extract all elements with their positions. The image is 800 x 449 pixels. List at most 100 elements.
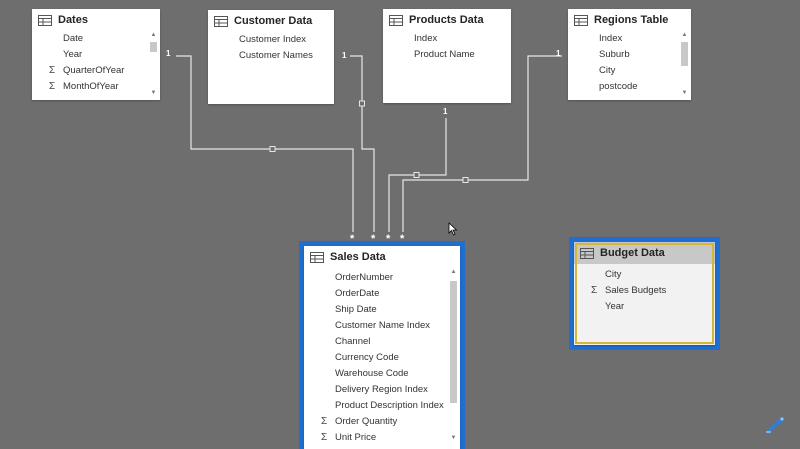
field-row[interactable]: Delivery Region Index: [304, 382, 460, 398]
field-row[interactable]: Suburb: [568, 47, 691, 63]
table-icon: [580, 247, 594, 259]
brand-logo-icon: [766, 417, 784, 433]
sigma-icon: Σ: [321, 416, 328, 427]
selection-frame-budget-data: [569, 237, 720, 350]
scroll-up-icon[interactable]: ▲: [150, 32, 157, 38]
field-row[interactable]: Index: [383, 31, 511, 47]
cardinality-one-dates: 1: [166, 49, 171, 58]
scroll-thumb[interactable]: [450, 281, 457, 403]
field-row[interactable]: Σ MonthOfYear: [32, 79, 160, 95]
table-icon: [310, 251, 324, 263]
field-row[interactable]: Product Description Index: [304, 398, 460, 414]
field-row[interactable]: Product Name: [383, 47, 511, 63]
field-row[interactable]: Date: [32, 31, 160, 47]
field-row[interactable]: Customer Index: [208, 32, 334, 48]
field-row[interactable]: Currency Code: [304, 350, 460, 366]
field-row[interactable]: Customer Names: [208, 48, 334, 64]
field-row[interactable]: Year: [574, 299, 715, 315]
budget-highlight-outline: [575, 243, 714, 344]
field-label: QuarterOfYear: [63, 65, 125, 76]
table-title: Budget Data: [600, 247, 665, 259]
relationship-dates-sales: [176, 55, 354, 232]
table-title: Regions Table: [594, 14, 669, 26]
field-row[interactable]: City: [568, 63, 691, 79]
table-title: Products Data: [409, 14, 484, 26]
field-row[interactable]: Year: [32, 47, 160, 63]
field-label: Ship Date: [335, 304, 377, 315]
relationship-customer-sales: [350, 55, 375, 232]
scroll-down-icon[interactable]: ▼: [150, 90, 157, 96]
scroll-thumb[interactable]: [681, 42, 688, 66]
table-title: Customer Data: [234, 15, 313, 27]
cardinality-many-regions: *: [400, 233, 405, 245]
field-label: City: [605, 269, 622, 280]
scrollbar[interactable]: ▲ ▼: [149, 31, 158, 98]
field-row[interactable]: postcode: [568, 79, 691, 95]
field-row[interactable]: Warehouse Code: [304, 366, 460, 382]
scroll-down-icon[interactable]: ▼: [681, 90, 688, 96]
scrollbar[interactable]: ▲ ▼: [680, 31, 689, 98]
field-row[interactable]: City: [574, 267, 715, 283]
field-label: Channel: [335, 336, 371, 347]
table-header-customer-data[interactable]: Customer Data: [208, 10, 334, 32]
field-label: Product Name: [414, 49, 475, 60]
scroll-down-icon[interactable]: ▼: [450, 435, 457, 441]
field-label: Year: [605, 301, 625, 312]
cardinality-one-regions: 1: [556, 49, 561, 58]
cardinality-many-products: *: [386, 233, 391, 245]
field-row[interactable]: Σ QuarterOfYear: [32, 63, 160, 79]
field-row[interactable]: Channel: [304, 334, 460, 350]
field-label: Customer Names: [239, 50, 313, 61]
sigma-icon: Σ: [591, 285, 598, 296]
sigma-icon: Σ: [49, 81, 56, 92]
table-icon: [214, 15, 228, 27]
mouse-pointer-icon: [448, 222, 458, 236]
field-label: OrderNumber: [335, 272, 394, 283]
field-label: OrderDate: [335, 288, 380, 299]
scroll-up-icon[interactable]: ▲: [681, 32, 688, 38]
table-icon: [38, 14, 52, 26]
table-header-products-data[interactable]: Products Data: [383, 9, 511, 31]
field-row[interactable]: OrderNumber: [304, 270, 460, 286]
field-row[interactable]: OrderDate: [304, 286, 460, 302]
table-header-dates[interactable]: Dates: [32, 9, 160, 31]
cardinality-many-customer: *: [371, 233, 376, 245]
relationship-regions-sales: [402, 55, 562, 232]
field-row[interactable]: Ship Date: [304, 302, 460, 318]
sigma-icon: Σ: [49, 65, 56, 76]
field-label: Warehouse Code: [335, 368, 409, 379]
field-label: Year: [63, 49, 83, 60]
cardinality-one-customer: 1: [342, 51, 347, 60]
field-label: Index: [599, 33, 623, 44]
field-label: City: [599, 65, 616, 76]
scrollbar[interactable]: ▲ ▼: [449, 268, 458, 443]
scroll-up-icon[interactable]: ▲: [450, 269, 457, 275]
field-label: Customer Name Index: [335, 320, 431, 331]
table-title: Sales Data: [330, 251, 386, 263]
field-label: MonthOfYear: [63, 81, 119, 92]
table-header-sales-data[interactable]: Sales Data: [304, 246, 460, 268]
field-label: Customer Index: [239, 34, 307, 45]
table-header-regions-table[interactable]: Regions Table: [568, 9, 691, 31]
field-row[interactable]: Customer Name Index: [304, 318, 460, 334]
field-row[interactable]: Index: [568, 31, 691, 47]
field-label: Index: [414, 33, 438, 44]
scroll-thumb[interactable]: [150, 42, 157, 52]
table-header-budget-data[interactable]: Budget Data: [574, 242, 715, 264]
